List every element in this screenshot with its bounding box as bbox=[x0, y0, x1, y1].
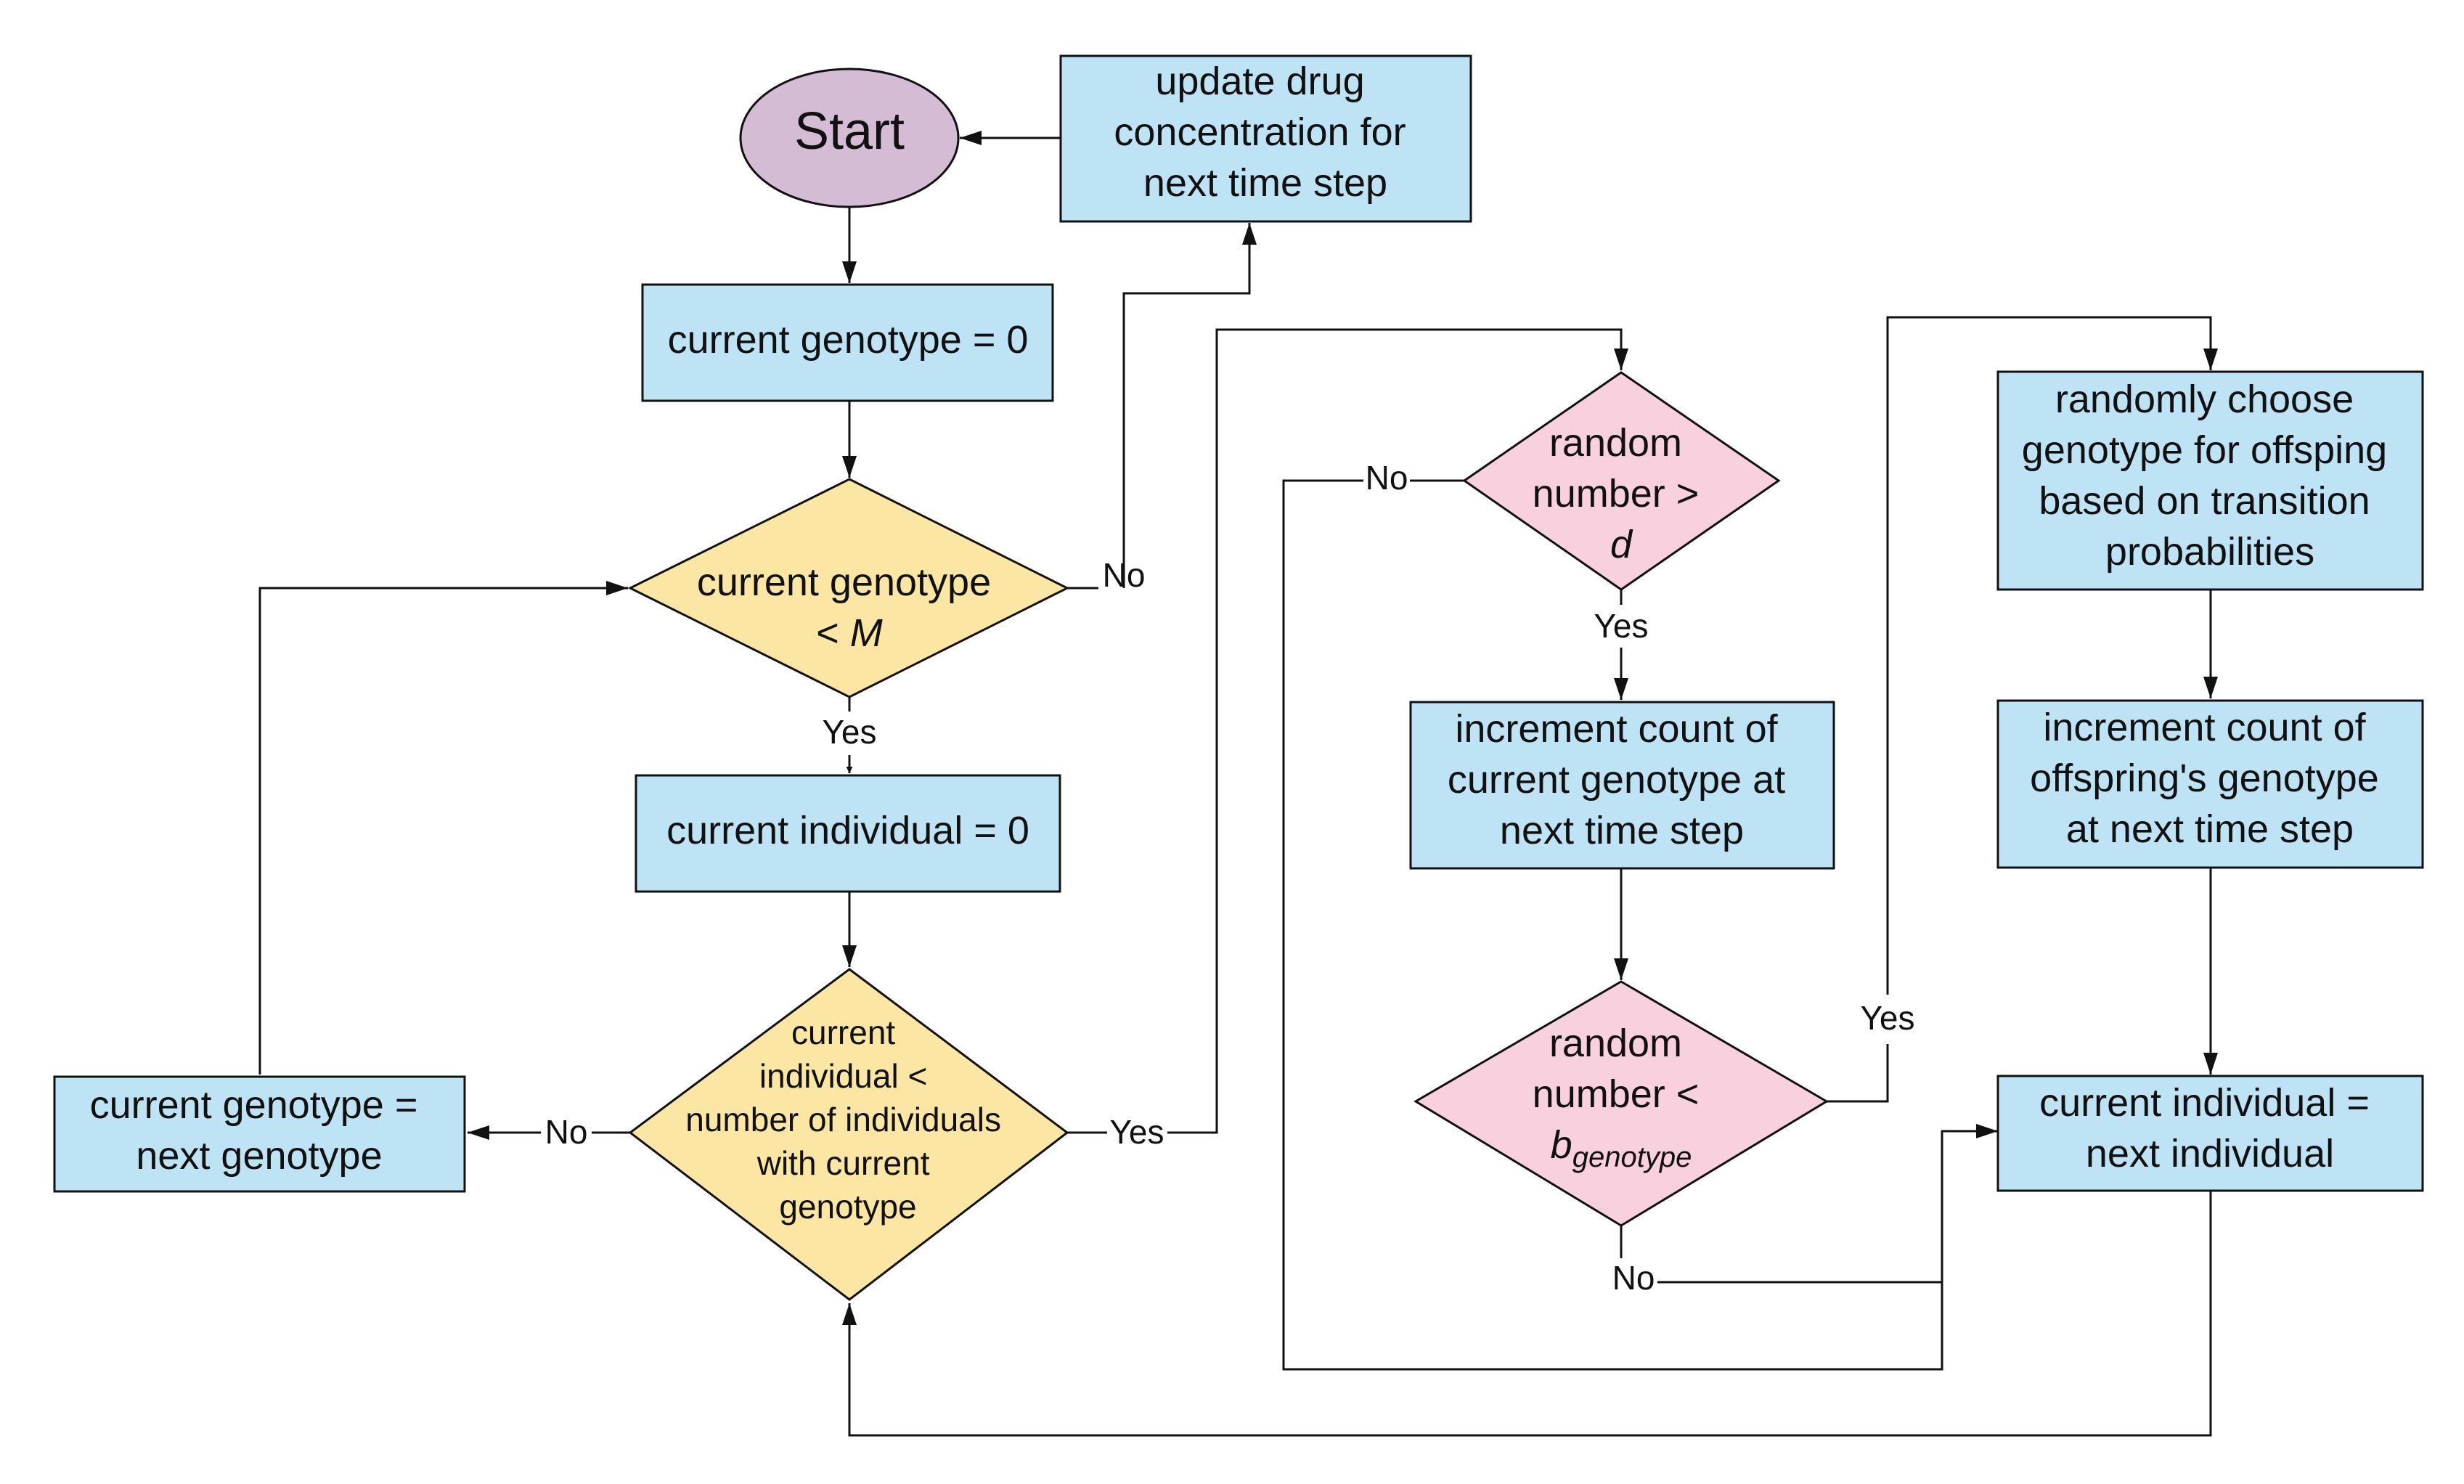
increment-offspring-line-3: at next time step bbox=[2066, 807, 2354, 851]
start-label: Start bbox=[794, 102, 905, 160]
svg-text:current individual <: current individual < number of individua… bbox=[685, 1014, 1010, 1226]
label-birth-yes: Yes bbox=[1860, 999, 1914, 1037]
svg-text:current genotype = next: current genotype = next genotype bbox=[90, 1083, 429, 1178]
genotype-init-label: current genotype = 0 bbox=[668, 318, 1029, 362]
increment-offspring-node: increment count of offspring's genotype … bbox=[1996, 699, 2424, 869]
individual-check-line-5: genotype bbox=[779, 1188, 916, 1226]
svg-text:randomly choose genotype: randomly choose genotype for offsping ba… bbox=[2022, 378, 2398, 574]
individual-check-line-4: with current bbox=[756, 1144, 930, 1182]
svg-text:current individual = nex: current individual = next individual bbox=[2039, 1081, 2381, 1175]
label-individual-no: No bbox=[545, 1113, 588, 1151]
edge-individual-yes-to-death-check bbox=[1067, 328, 1621, 1134]
increment-offspring-line-2: offspring's genotype bbox=[2030, 757, 2379, 800]
increment-current-line-3: next time step bbox=[1500, 809, 1744, 852]
label-death-yes: Yes bbox=[1594, 607, 1648, 645]
next-individual-line-1: current individual = bbox=[2039, 1081, 2370, 1125]
choose-offspring-node: randomly choose genotype for offsping ba… bbox=[1996, 370, 2424, 591]
individual-init-label: current individual = 0 bbox=[666, 809, 1029, 852]
birth-check-subscript-genotype: genotype bbox=[1572, 1141, 1692, 1173]
choose-offspring-line-3: based on transition bbox=[2039, 479, 2370, 523]
edge-next-individual-to-individual-check bbox=[842, 1191, 2212, 1437]
choose-offspring-line-4: probabilities bbox=[2105, 530, 2314, 574]
genotype-check-var-m: M bbox=[850, 611, 883, 655]
label-death-no: No bbox=[1366, 459, 1408, 497]
edge-next-genotype-to-genotype-check bbox=[258, 581, 628, 1075]
update-drug-node: update drug concentration for next time … bbox=[1059, 54, 1472, 223]
svg-text:increment count of curre: increment count of current genotype at n… bbox=[1448, 707, 1796, 852]
individual-init-node: current individual = 0 bbox=[635, 774, 1061, 893]
label-genotype-no: No bbox=[1103, 556, 1146, 594]
next-genotype-line-2: next genotype bbox=[136, 1134, 382, 1178]
death-check-node: random number > d bbox=[1462, 371, 1781, 591]
increment-current-line-2: current genotype at bbox=[1448, 758, 1785, 802]
individual-check-line-3: number of individuals bbox=[685, 1101, 1001, 1138]
label-individual-yes: Yes bbox=[1109, 1113, 1164, 1151]
edge-death-no-to-next-individual bbox=[1282, 479, 1998, 1371]
svg-text:current genotype < M: current genotype < M bbox=[697, 560, 1002, 655]
choose-offspring-line-2: genotype for offsping bbox=[2022, 428, 2387, 472]
svg-text:increment count of offsp: increment count of offspring's genotype … bbox=[2030, 706, 2390, 851]
death-check-line-1: random bbox=[1549, 421, 1682, 465]
edge-genotype-no-to-update bbox=[1067, 223, 1249, 590]
birth-check-var-b: b bbox=[1551, 1123, 1572, 1167]
next-individual-node: current individual = next individual bbox=[1996, 1075, 2424, 1192]
individual-check-line-2: individual < bbox=[759, 1057, 927, 1095]
birth-check-node: random number < bgenotype bbox=[1413, 980, 1829, 1227]
update-drug-line-2: concentration for bbox=[1114, 110, 1406, 154]
next-individual-line-2: next individual bbox=[2086, 1132, 2334, 1175]
increment-offspring-line-1: increment count of bbox=[2043, 706, 2366, 749]
svg-text:update drug concentratio: update drug concentration for next time … bbox=[1114, 60, 1416, 205]
next-genotype-line-1: current genotype = bbox=[90, 1083, 418, 1127]
individual-check-line-1: current bbox=[791, 1014, 895, 1051]
edge-labels: No Yes No Yes No Yes No Yes bbox=[545, 459, 1915, 1297]
update-drug-line-3: next time step bbox=[1143, 161, 1387, 205]
increment-current-line-1: increment count of bbox=[1455, 707, 1778, 751]
start-node: Start bbox=[739, 68, 960, 208]
genotype-check-line-2-prefix: < bbox=[816, 611, 850, 655]
next-genotype-node: current genotype = next genotype bbox=[53, 1075, 466, 1193]
label-genotype-yes: Yes bbox=[822, 713, 876, 751]
svg-text:random number < bg: random number < bgenotype bbox=[1533, 1022, 1710, 1173]
edges bbox=[258, 131, 2212, 1437]
svg-text:random number > d: random number > d bbox=[1533, 421, 1710, 566]
genotype-init-node: current genotype = 0 bbox=[641, 283, 1054, 402]
death-check-var-d: d bbox=[1610, 523, 1633, 566]
update-drug-line-1: update drug bbox=[1155, 60, 1364, 103]
label-birth-no: No bbox=[1612, 1259, 1655, 1297]
edge-birth-no-to-next-individual bbox=[1620, 1226, 1942, 1284]
birth-check-line-1: random bbox=[1549, 1022, 1682, 1065]
choose-offspring-line-1: randomly choose bbox=[2055, 378, 2354, 421]
genotype-check-line-1: current genotype bbox=[697, 560, 991, 604]
edge-birth-yes-to-choose-offspring bbox=[1827, 316, 2211, 1103]
individual-check-node: current individual < number of individua… bbox=[628, 968, 1069, 1301]
genotype-check-node: current genotype < M bbox=[627, 478, 1070, 698]
increment-current-node: increment count of current genotype at n… bbox=[1409, 701, 1835, 870]
death-check-line-2: number > bbox=[1533, 472, 1700, 515]
birth-check-line-2: number < bbox=[1533, 1072, 1700, 1116]
